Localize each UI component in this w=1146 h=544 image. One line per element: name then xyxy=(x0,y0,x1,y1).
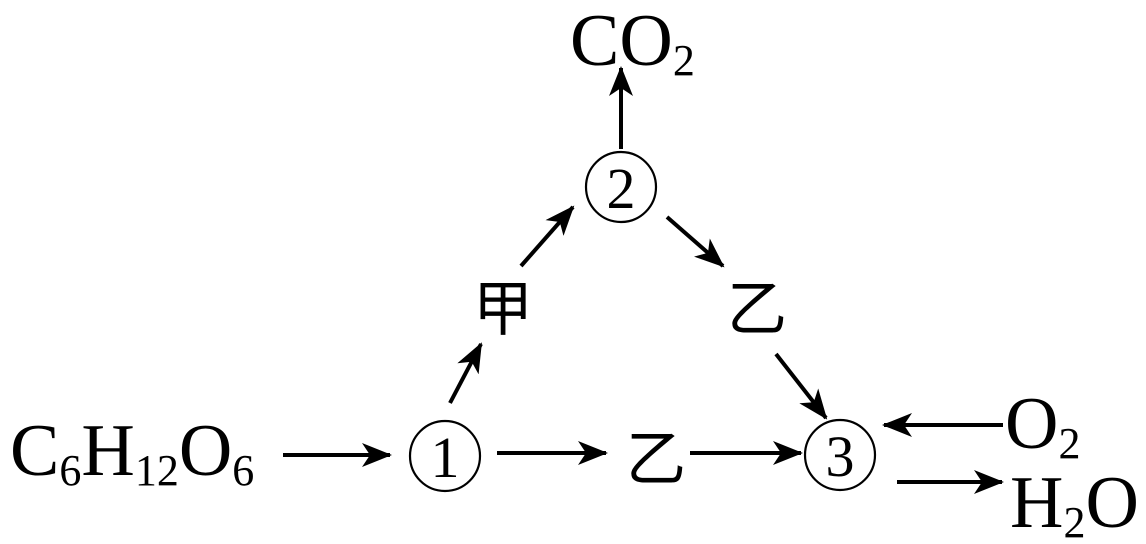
co2-sub: 2 xyxy=(673,36,695,85)
step3-node: 3 xyxy=(803,418,877,492)
svg-text:C6H12O6: C6H12O6 xyxy=(10,410,254,495)
step3-label: 3 xyxy=(826,424,855,489)
h2o-h: H xyxy=(1010,462,1063,544)
jia-label: 甲 xyxy=(473,275,533,345)
yi-bottom-label: 乙 xyxy=(626,425,686,495)
glucose-o-sub: 6 xyxy=(232,446,254,495)
step1-node: 1 xyxy=(408,419,482,493)
o2-sub: 2 xyxy=(1058,419,1080,468)
h2o-o: O xyxy=(1085,462,1138,544)
glucose-o: O xyxy=(179,410,232,492)
step2-node: 2 xyxy=(584,150,658,224)
arrow-jia-to-step2 xyxy=(519,205,575,268)
co2-formula: CO2 xyxy=(570,0,695,85)
arrow-step2-to-yi xyxy=(665,215,725,268)
co2-co: CO xyxy=(570,0,673,82)
step2-label: 2 xyxy=(607,156,636,221)
step1-label: 1 xyxy=(431,425,460,490)
glucose-c-sub: 6 xyxy=(59,446,81,495)
glucose-h-sub: 12 xyxy=(135,446,179,495)
o2-o: O xyxy=(1005,383,1058,465)
o2-formula: O2 xyxy=(1005,383,1080,468)
arrow-yi-top-to-step3 xyxy=(774,352,828,420)
yi-top-label: 乙 xyxy=(727,275,787,345)
glucose-h: H xyxy=(81,410,134,492)
arrow-step1-to-jia xyxy=(448,342,483,404)
glucose-c: C xyxy=(10,410,59,492)
h2o-formula: H2O xyxy=(1010,462,1139,544)
glucose-formula: C6H12O6 xyxy=(10,410,254,495)
h2o-sub: 2 xyxy=(1063,498,1085,544)
